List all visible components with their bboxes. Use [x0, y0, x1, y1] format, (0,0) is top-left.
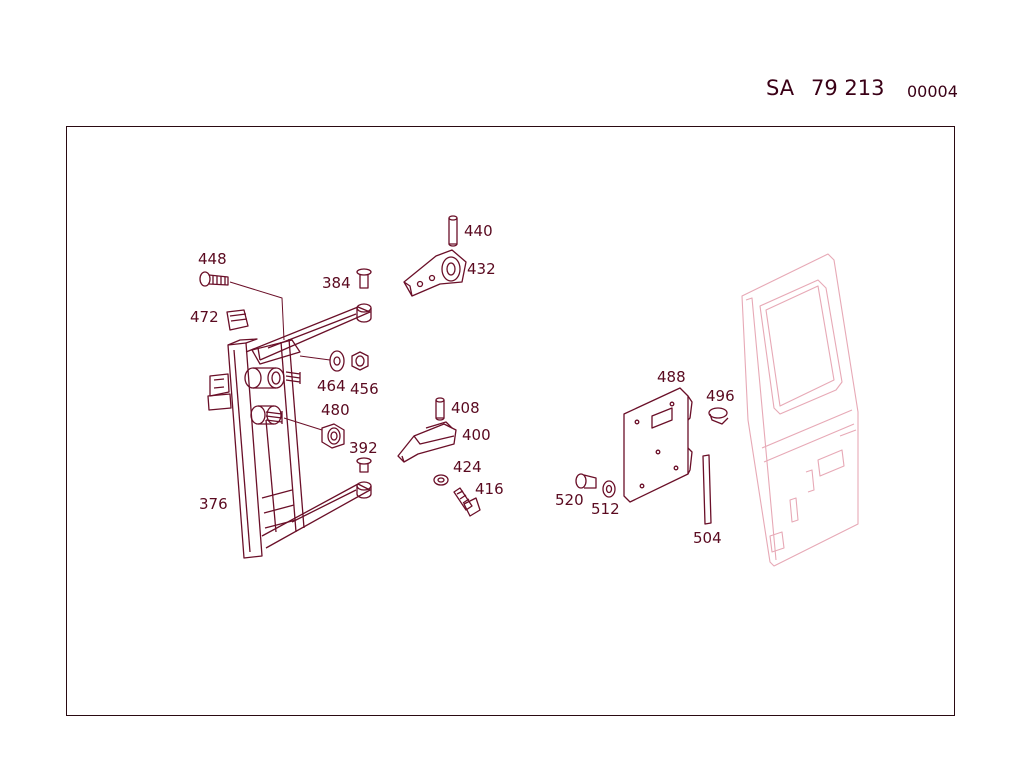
- callout-512: 512: [591, 500, 620, 518]
- part-448-bolt: [199, 271, 229, 287]
- callout-464: 464: [317, 377, 346, 395]
- header-prefix: SA: [766, 76, 795, 100]
- part-432-hinge: [403, 249, 467, 297]
- part-496-rivet: [708, 407, 729, 425]
- part-392-screw: [356, 457, 372, 473]
- callout-424: 424: [453, 458, 482, 476]
- part-512-washer: [602, 480, 616, 498]
- door-outline-ghost: [741, 253, 859, 567]
- callout-448: 448: [198, 250, 227, 268]
- part-440-pin: [448, 215, 458, 247]
- part-464-washer: [329, 350, 345, 372]
- part-400-hinge: [397, 421, 457, 463]
- part-488-plate: [623, 387, 693, 503]
- part-408-pin: [435, 397, 445, 421]
- callout-400: 400: [462, 426, 491, 444]
- frame-part-376: [207, 303, 372, 559]
- part-424-washer: [433, 474, 449, 486]
- part-480-bushing: [321, 423, 345, 449]
- callout-488: 488: [657, 368, 686, 386]
- callout-384: 384: [322, 274, 351, 292]
- callout-440: 440: [464, 222, 493, 240]
- part-416-bolt: [453, 487, 481, 517]
- header-number: 79 213: [811, 76, 885, 100]
- callout-472: 472: [190, 308, 219, 326]
- part-504-strip: [702, 454, 712, 525]
- callout-480: 480: [321, 401, 350, 419]
- callout-520: 520: [555, 491, 584, 509]
- callout-432: 432: [467, 260, 496, 278]
- callout-376: 376: [199, 495, 228, 513]
- diagram-frame: [66, 126, 955, 716]
- callout-504: 504: [693, 529, 722, 547]
- part-384-screw: [356, 268, 372, 289]
- part-472-cap: [226, 309, 249, 331]
- part-456-nut: [351, 351, 369, 371]
- callout-416: 416: [475, 480, 504, 498]
- callout-456: 456: [350, 380, 379, 398]
- header-code: 00004: [907, 82, 958, 101]
- callout-392: 392: [349, 439, 378, 457]
- callout-496: 496: [706, 387, 735, 405]
- part-520-rivet: [575, 473, 597, 489]
- callout-408: 408: [451, 399, 480, 417]
